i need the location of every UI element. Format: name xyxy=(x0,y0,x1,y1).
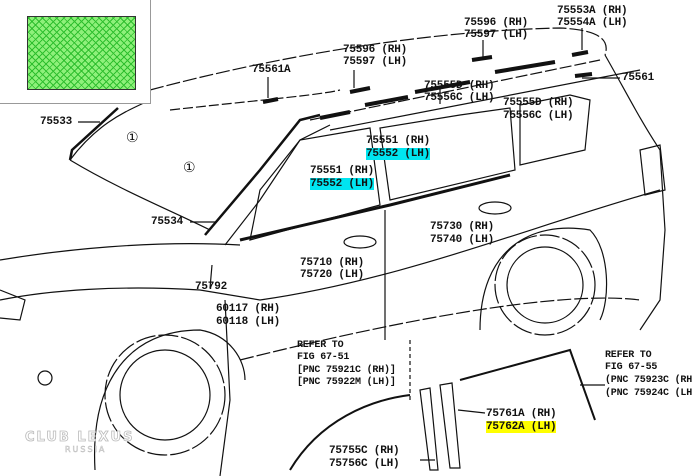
part-75596-front: 75596 (RH) xyxy=(343,44,408,56)
part-60117: 60117 (RH) xyxy=(216,303,281,315)
part-75534: 75534 xyxy=(151,216,184,228)
part-75792: 75792 xyxy=(195,281,228,293)
part-75551-front: 75551 (RH) xyxy=(310,165,375,177)
refer-note-67-55-line4: (PNC 75924C (LH xyxy=(605,388,693,399)
callout-1-front: ① xyxy=(126,130,139,146)
part-75552-front-highlighted: 75552 (LH) xyxy=(310,178,375,190)
part-75596-rear: 75596 (RH) xyxy=(464,17,529,29)
part-75561: 75561 xyxy=(622,72,655,84)
part-75554a: 75554A (LH) xyxy=(557,17,628,29)
highlighted-region xyxy=(27,16,136,90)
part-75561a: 75561A xyxy=(252,64,291,76)
overview-inset xyxy=(0,0,151,104)
part-75761a: 75761A (RH) xyxy=(486,408,557,420)
refer-note-67-51-line1: REFER TO xyxy=(297,340,344,351)
part-75720: 75720 (LH) xyxy=(300,269,365,281)
refer-note-67-51-line2: FIG 67-51 xyxy=(297,352,350,363)
refer-note-67-51-line4: [PNC 75922M (LH)] xyxy=(297,377,396,388)
part-75755c: 75755C (RH) xyxy=(329,445,400,457)
watermark-subtitle: RUSSIA xyxy=(65,445,107,455)
part-75730: 75730 (RH) xyxy=(430,221,495,233)
part-75597-rear: 75597 (LH) xyxy=(464,29,529,41)
refer-note-67-55-line2: FIG 67-55 xyxy=(605,362,658,373)
refer-note-67-51-line3: [PNC 75921C (RH)] xyxy=(297,365,396,376)
part-75597-front: 75597 (LH) xyxy=(343,56,408,68)
part-75552-rear-highlighted: 75552 (LH) xyxy=(366,148,431,160)
watermark-logo: CLUB LEXUS xyxy=(25,430,135,446)
part-75762a-highlighted: 75762A (LH) xyxy=(486,421,557,433)
part-75556c-b: 75556C (LH) xyxy=(503,110,574,122)
callout-1-pillar: ① xyxy=(183,160,196,176)
part-75710: 75710 (RH) xyxy=(300,257,365,269)
part-75551-rear: 75551 (RH) xyxy=(366,135,431,147)
part-75553a: 75553A (RH) xyxy=(557,5,628,17)
part-75756c: 75756C (LH) xyxy=(329,458,400,470)
part-75556c-a: 75556C (LH) xyxy=(424,92,495,104)
refer-note-67-55-line1: REFER TO xyxy=(605,350,652,361)
part-75533: 75533 xyxy=(40,116,73,128)
part-75740: 75740 (LH) xyxy=(430,234,495,246)
part-60118: 60118 (LH) xyxy=(216,316,281,328)
part-75555d-a: 75555D (RH) xyxy=(424,80,495,92)
refer-note-67-55-line3: (PNC 75923C (RH xyxy=(605,375,693,386)
part-75555d-b: 75555D (RH) xyxy=(503,97,574,109)
